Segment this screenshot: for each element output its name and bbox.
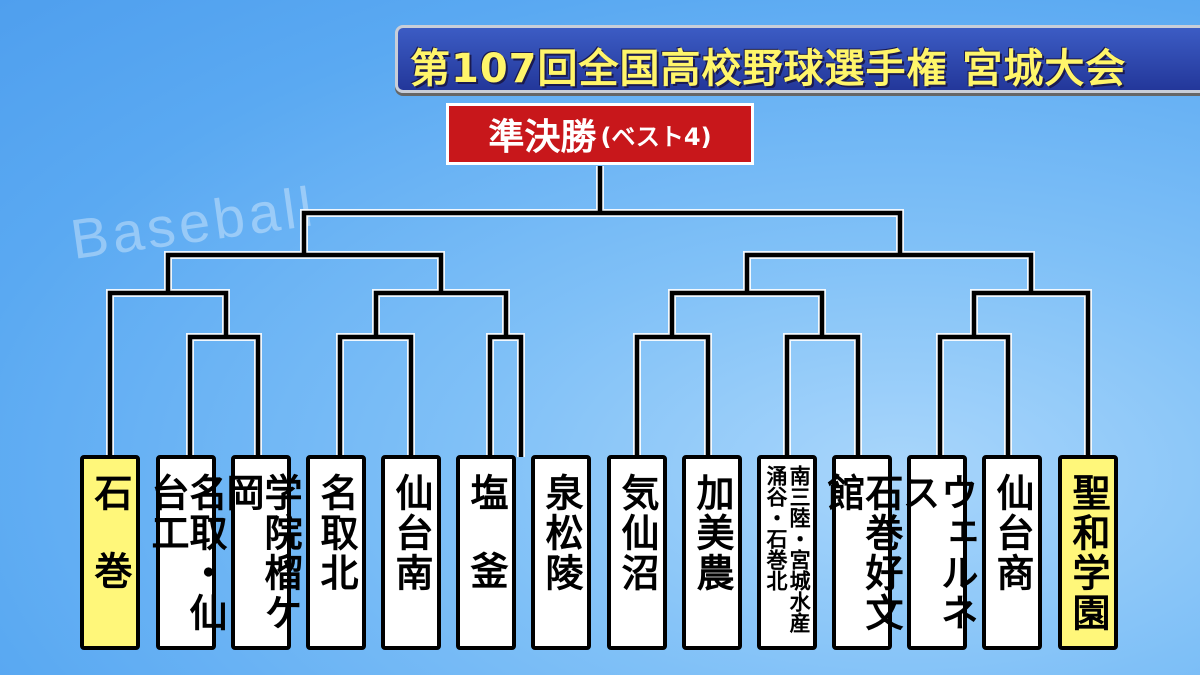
team-name: ウェルネス [896,473,978,633]
team-box-gakuin-tsutsujigaoka: 学院榴ケ岡 [220,455,302,650]
bracket-line [300,209,904,255]
tournament-title-banner: 第107回全国高校野球選手権 宮城大会 [395,25,1200,93]
bracket-line [487,334,524,457]
bracket-line [971,290,1091,457]
team-box-izumi-shoryo: 泉松陵 [531,455,591,650]
team-name: 石巻 [88,473,132,629]
team-name: 学院榴ケ岡 [220,473,302,633]
team-box-sendai-sho: 仙台商 [982,455,1042,650]
bracket-line [164,251,445,293]
team-name: 仙台商 [990,473,1034,593]
team-box-minamisanriku-combined: 南三陸・宮城水産 涌谷・石巻北 [757,455,817,650]
bracket-line [186,333,262,457]
team-name: 塩釜 [464,473,508,629]
round-name: 準決勝 [488,117,597,158]
bracket-line [336,333,415,457]
team-name: 南三陸・宮城水産 涌谷・石巻北 [764,465,812,633]
team-box-ishinomaki-kobunkan: 石巻好文館 [821,455,903,650]
bracket-line [744,252,1034,293]
bracket-line [669,290,825,337]
team-name: 仙台南 [389,473,433,593]
bracket-line [970,289,1092,457]
bracket-line [337,334,414,457]
team-name: 気仙沼 [615,473,659,593]
bracket-line [165,252,444,293]
bracket-line [784,334,861,457]
team-box-seiwa-gakuen: 聖和学園 [1058,455,1118,650]
team-box-ishinomaki: 石巻 [80,455,140,650]
team-box-shiogama: 塩釜 [456,455,516,650]
team-box-kaminou: 加美農 [682,455,742,650]
round-label: 準決勝 (ベスト4) [446,103,754,165]
team-box-sendai-minami: 仙台南 [381,455,441,650]
bracket-line [106,289,230,457]
team-box-natori-kita: 名取北 [306,455,366,650]
bracket-line [936,333,1012,457]
bracket-line [486,333,525,457]
bracket-line [373,290,509,337]
bracket-line [634,334,711,457]
team-name: 石巻好文館 [821,473,903,633]
bracket-line [783,333,862,457]
bracket-line [301,210,903,255]
round-subtitle: (ベスト4) [600,122,712,151]
team-name: 泉松陵 [539,473,583,593]
bracket-line [633,333,712,457]
bracket-line [743,251,1035,293]
team-name: 聖和学園 [1066,473,1110,633]
bracket-line [937,334,1011,457]
team-box-kesennuma: 気仙沼 [607,455,667,650]
team-box-natori-sendaiko: 名取・仙台工 [145,455,227,650]
team-box-wellness: ウェルネス [896,455,978,650]
bracket-line [187,334,261,457]
bracket-line [372,289,510,337]
bracket-line [668,289,826,337]
team-name: 名取北 [314,473,358,593]
team-name: 加美農 [690,473,734,593]
tournament-title: 第107回全国高校野球選手権 宮城大会 [410,46,1127,92]
bracket-line [107,290,229,457]
team-name: 名取・仙台工 [145,473,227,633]
